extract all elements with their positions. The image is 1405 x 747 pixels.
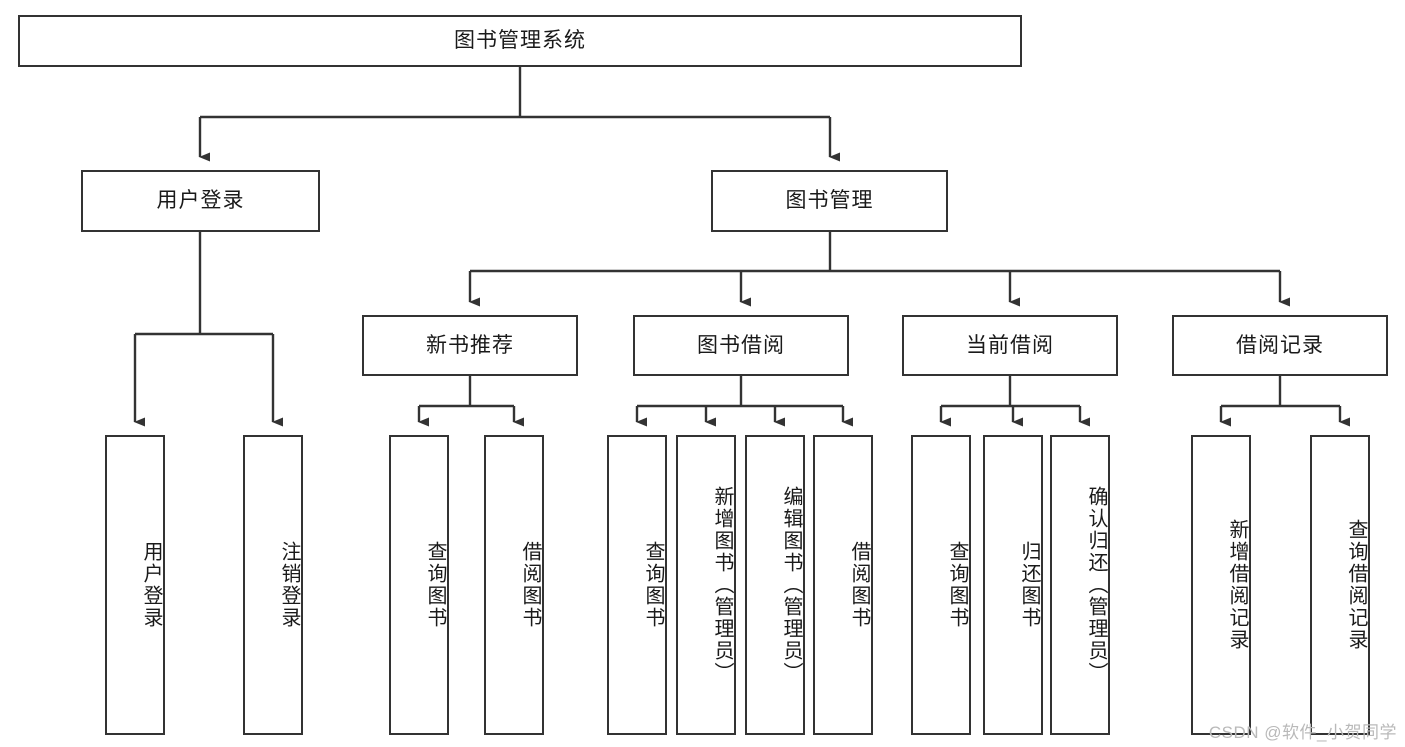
node-label: 注销登录 (278, 541, 300, 629)
node-label: 查询图书 (424, 541, 446, 629)
leaf-borrow-query-book[interactable]: 查询图书 (607, 435, 667, 735)
node-label: 用户登录 (156, 189, 245, 213)
node-label: 确认归还（管理员） (1085, 486, 1107, 684)
csdn-watermark: CSDN @软件_小贺同学 (1208, 723, 1397, 742)
leaf-logout[interactable]: 注销登录 (243, 435, 303, 735)
leaf-borrow-add-book[interactable]: 新增图书（管理员） (676, 435, 736, 735)
node-label: 用户登录 (140, 541, 162, 629)
node-label: 当前借阅 (966, 333, 1054, 357)
node-label: 归还图书 (1018, 541, 1040, 629)
node-book-management[interactable]: 图书管理 (711, 170, 948, 232)
node-label: 借阅记录 (1236, 333, 1324, 357)
leaf-current-query-book[interactable]: 查询图书 (911, 435, 971, 735)
node-user-login[interactable]: 用户登录 (81, 170, 320, 232)
node-label: 查询图书 (642, 541, 664, 629)
node-label: 查询借阅记录 (1345, 519, 1367, 651)
node-label: 图书管理系统 (454, 29, 586, 53)
leaf-borrow-edit-book[interactable]: 编辑图书（管理员） (745, 435, 805, 735)
leaf-recommend-query-book[interactable]: 查询图书 (389, 435, 449, 735)
node-label: 查询图书 (946, 541, 968, 629)
node-label: 新增图书（管理员） (711, 486, 733, 684)
leaf-record-query-record[interactable]: 查询借阅记录 (1310, 435, 1370, 735)
node-current-borrow[interactable]: 当前借阅 (902, 315, 1118, 376)
node-label: 图书管理 (785, 189, 874, 213)
node-label: 新增借阅记录 (1226, 519, 1248, 651)
leaf-user-login[interactable]: 用户登录 (105, 435, 165, 735)
node-label: 借阅图书 (519, 541, 541, 629)
leaf-record-add-record[interactable]: 新增借阅记录 (1191, 435, 1251, 735)
node-book-borrow[interactable]: 图书借阅 (633, 315, 849, 376)
node-label: 新书推荐 (426, 333, 514, 357)
node-label: 编辑图书（管理员） (780, 486, 802, 684)
node-new-book-recommend[interactable]: 新书推荐 (362, 315, 578, 376)
node-label: 图书借阅 (697, 333, 785, 357)
leaf-recommend-borrow-book[interactable]: 借阅图书 (484, 435, 544, 735)
leaf-current-confirm-return[interactable]: 确认归还（管理员） (1050, 435, 1110, 735)
leaf-current-return-book[interactable]: 归还图书 (983, 435, 1043, 735)
leaf-borrow-borrow-book[interactable]: 借阅图书 (813, 435, 873, 735)
node-borrow-record[interactable]: 借阅记录 (1172, 315, 1388, 376)
node-root-system[interactable]: 图书管理系统 (18, 15, 1022, 67)
node-label: 借阅图书 (848, 541, 870, 629)
